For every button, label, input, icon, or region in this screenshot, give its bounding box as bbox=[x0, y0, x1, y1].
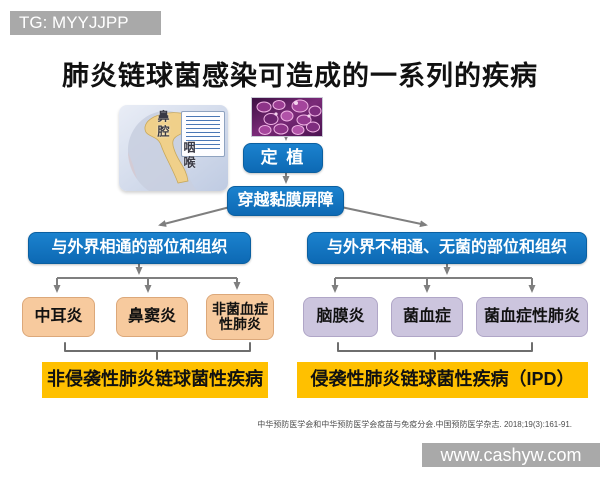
bottom-watermark-text: www.cashyw.com bbox=[440, 444, 582, 465]
disease-nonbacteremic-pneumonia-box: 非菌血症性肺炎 bbox=[206, 294, 274, 340]
bottom-watermark: www.cashyw.com bbox=[422, 443, 600, 467]
disease-sinusitis-box: 鼻窦炎 bbox=[116, 297, 188, 337]
cocci-cells bbox=[256, 99, 322, 135]
page-title: 肺炎链球菌感染可造成的一系列的疾病 bbox=[62, 61, 538, 91]
disease-bacteremia-box: 菌血症 bbox=[391, 297, 463, 337]
bacteria-illustration bbox=[252, 98, 322, 136]
branch-sterile-sites-box: 与外界不相通、无菌的部位和组织 bbox=[307, 232, 587, 264]
top-watermark-text: TG: MYYJJPP bbox=[19, 13, 129, 32]
disease-bacteremic-pneumonia-box: 菌血症性肺炎 bbox=[476, 297, 588, 337]
annotation-note bbox=[181, 111, 225, 157]
branch-exposed-sites-box: 与外界相通的部位和组织 bbox=[28, 232, 251, 264]
arrow-barrier-to-right-branch bbox=[340, 206, 428, 228]
barrier-box: 穿越黏膜屏障 bbox=[227, 186, 344, 216]
pneumococcus-micrograph-image bbox=[251, 97, 323, 137]
arrow-barrier-to-left-branch bbox=[158, 206, 231, 227]
right-group-bracket bbox=[337, 342, 533, 360]
top-watermark: TG: MYYJJPP bbox=[10, 11, 161, 35]
disease-meningitis-box: 脑膜炎 bbox=[303, 297, 378, 337]
face-edge bbox=[128, 152, 137, 179]
invasive-disease-summary-box: 侵袭性肺炎链球菌性疾病（IPD） bbox=[297, 362, 588, 398]
left-group-bracket bbox=[64, 342, 251, 360]
throat-label: 咽喉 bbox=[182, 141, 196, 171]
noninvasive-disease-summary-box: 非侵袭性肺炎链球菌性疾病 bbox=[42, 362, 268, 398]
nasal-cavity-label: 鼻腔 bbox=[156, 110, 170, 140]
disease-otitis-media-box: 中耳炎 bbox=[22, 297, 95, 337]
reference-citation: 中华预防医学会和中华预防医学会疫苗与免疫分会.中国预防医学杂志. 2018;19… bbox=[257, 420, 572, 429]
nasopharynx-anatomy-image: 鼻腔 咽喉 bbox=[119, 105, 228, 191]
colonization-box: 定 植 bbox=[243, 143, 323, 173]
